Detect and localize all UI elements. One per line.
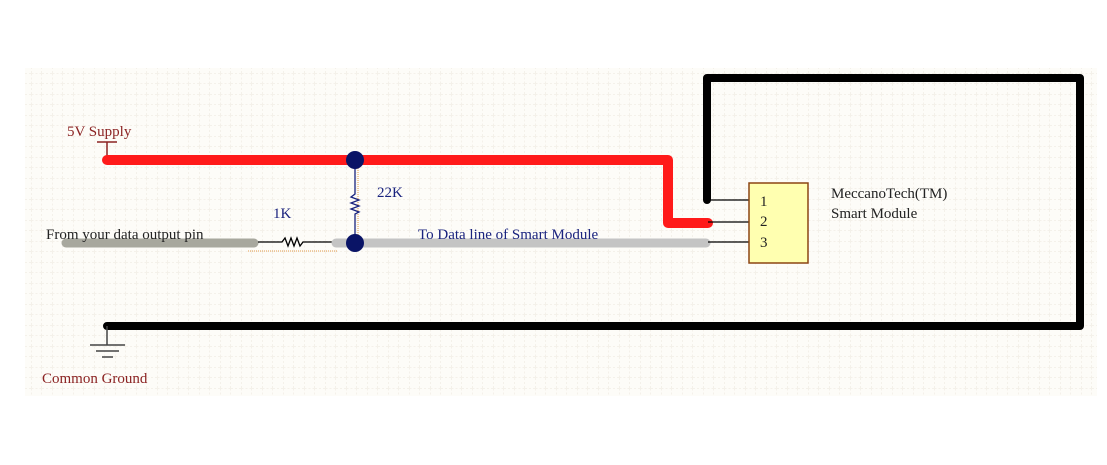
module-pins	[708, 199, 749, 243]
ground-symbol	[90, 326, 125, 358]
resistor-22k	[349, 168, 361, 236]
pin-3-label: 3	[760, 235, 768, 251]
grid	[25, 68, 1097, 396]
ground-label: Common Ground	[42, 371, 148, 387]
pin-2-label: 2	[760, 214, 768, 230]
ground-wire	[103, 74, 1084, 330]
resistor-22k-label: 22K	[377, 185, 403, 201]
supply-label: 5V Supply	[67, 124, 132, 140]
power-wire	[102, 155, 713, 228]
resistor-1k	[248, 236, 337, 252]
output-label: To Data line of Smart Module	[418, 227, 599, 243]
junction-power	[346, 151, 364, 169]
junction-data	[346, 234, 364, 252]
smart-module	[748, 182, 809, 264]
pin-1-label: 1	[760, 194, 768, 210]
module-subname: Smart Module	[831, 206, 918, 222]
module-name: MeccanoTech(TM)	[831, 186, 947, 202]
resistor-1k-label: 1K	[273, 206, 292, 222]
input-label: From your data output pin	[46, 227, 204, 243]
